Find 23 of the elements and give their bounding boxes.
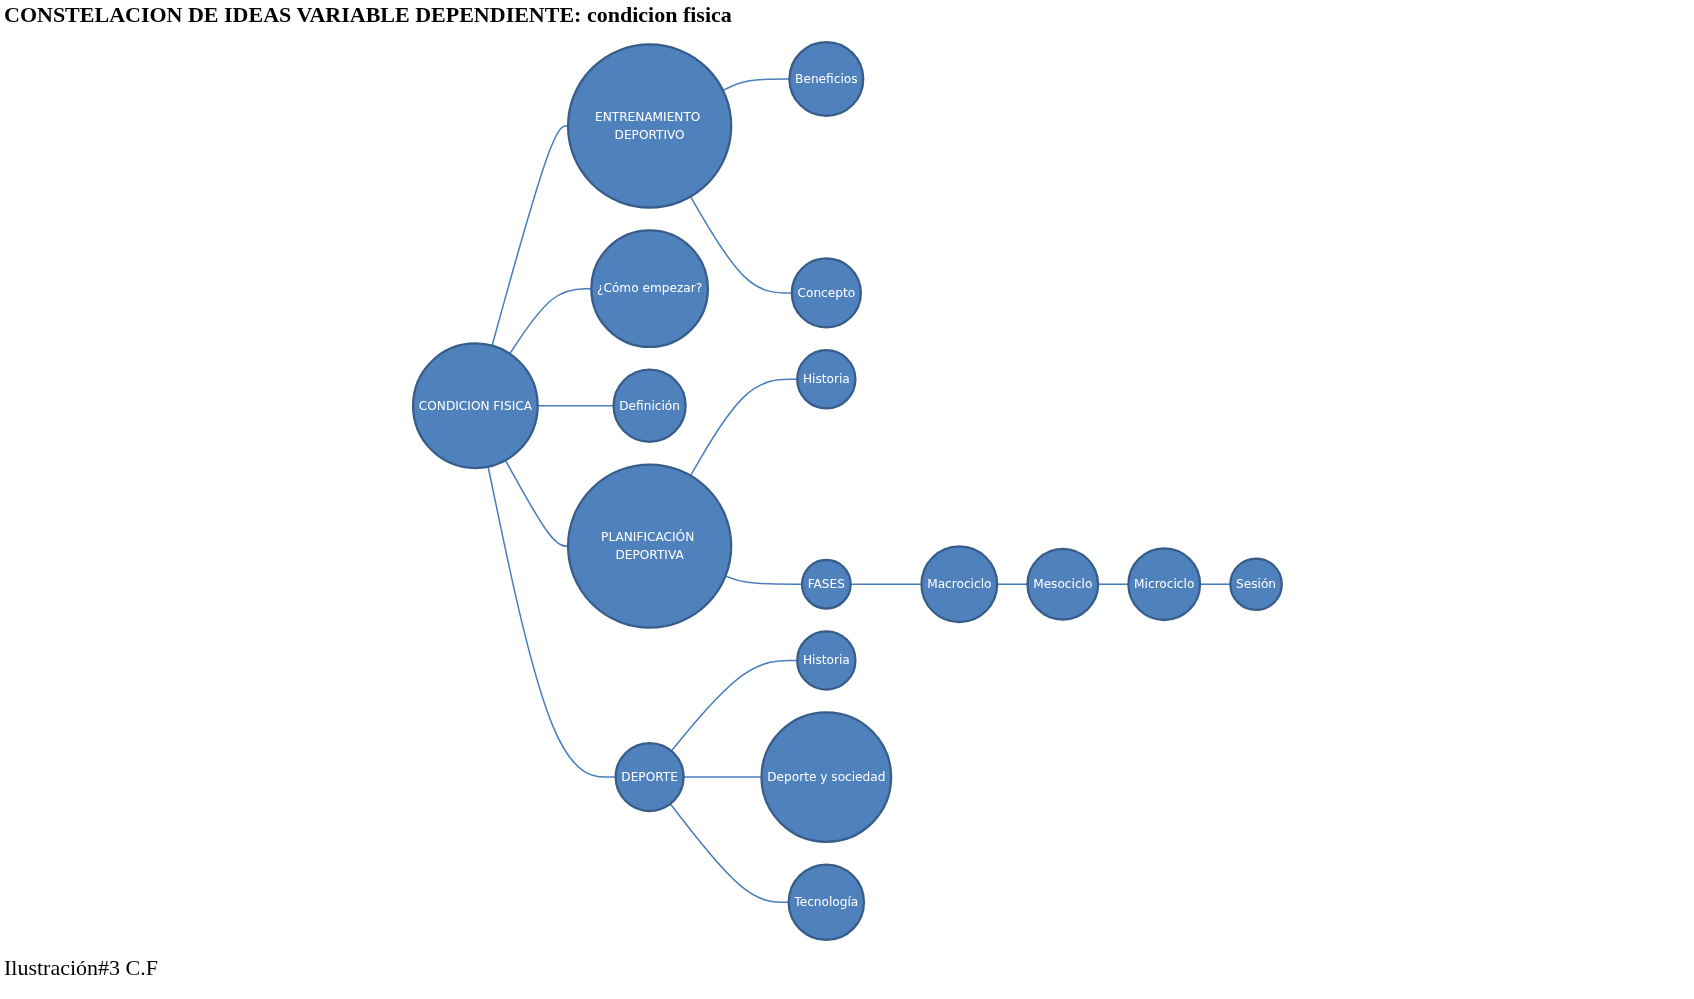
node-circle: Beneficios	[787, 40, 864, 117]
node-circle: ENTRENAMIENTO DEPORTIVO	[566, 43, 732, 209]
node-circle: PLANIFICACIÓN DEPORTIVA	[566, 463, 732, 629]
node-circle: Mesociclo	[1025, 547, 1099, 621]
node-circle: Macrociclo	[919, 545, 998, 624]
node-circle: CONDICION FISICA	[411, 342, 539, 470]
title: CONSTELACION DE IDEAS VARIABLE DEPENDIENTE: condicion fisica	[4, 2, 732, 28]
connector	[669, 803, 789, 904]
caption: Ilustración#3 C.F	[4, 955, 158, 981]
connector	[486, 466, 616, 778]
connector	[682, 776, 762, 778]
node-circle: Microciclo	[1126, 547, 1201, 622]
node-circle: Deporte y sociedad	[760, 711, 892, 843]
node-circle: Tecnología	[787, 863, 865, 942]
node-circle: Concepto	[790, 257, 862, 329]
node-circle: FASES	[800, 558, 852, 610]
node-circle: Historia	[795, 630, 857, 691]
node-circle: Historia	[795, 349, 857, 410]
node-circle: Definición	[612, 368, 687, 443]
node-circle: Sesión	[1228, 557, 1283, 612]
node-circle: DEPORTE	[614, 741, 685, 813]
connector	[508, 287, 592, 355]
node-circle: ¿Cómo empezar?	[589, 229, 709, 349]
